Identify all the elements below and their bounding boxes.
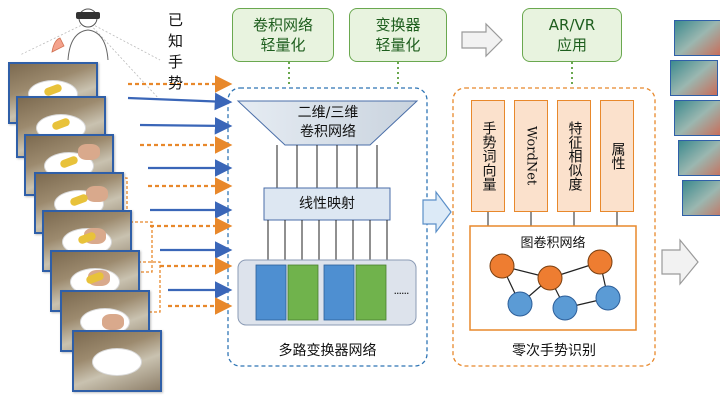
known-gesture-label: 已知手势 (168, 11, 184, 92)
linear-mapping-label: 线性映射 (299, 196, 355, 212)
linear-mapping-box (263, 187, 391, 221)
multi-path-caption: 多路变换器网络 (278, 343, 377, 359)
token-blue-1 (255, 264, 287, 321)
linear-token-connectors (267, 220, 388, 260)
zero-shot-caption: 零次手势识别 (512, 343, 596, 359)
graph-node-blue-1 (507, 291, 533, 317)
feature-wordnet: WordNet (514, 100, 548, 212)
token-blue-2 (323, 264, 355, 321)
token-green-2 (355, 264, 387, 321)
cnn-linear-connectors (276, 145, 378, 188)
output-flow-arrow (661, 238, 699, 286)
graph-node-orange-2 (537, 265, 563, 291)
output-frame-1 (674, 20, 720, 56)
graph-node-blue-2 (552, 295, 578, 321)
output-frame-2 (670, 60, 718, 96)
cnn-label: 二维/三维 卷积网络 (297, 105, 359, 140)
output-frame-5 (682, 180, 720, 216)
output-frame-4 (678, 140, 720, 176)
output-frame-3 (674, 100, 720, 136)
graph-node-orange-1 (489, 253, 515, 279)
token-green-1 (287, 264, 319, 321)
cnn-light-box: 卷积网络 轻量化 (232, 8, 334, 62)
top-flow-arrow (461, 22, 503, 58)
video-frame-8 (72, 330, 162, 392)
feature-attribute: 属性 (600, 100, 634, 212)
graph-node-orange-3 (587, 249, 613, 275)
transformer-light-box: 变换器 轻量化 (349, 8, 447, 62)
graph-node-blue-3 (595, 285, 621, 311)
headset-user-icon (19, 8, 161, 101)
feature-gesture-vector: 手势词向量 (471, 100, 505, 212)
cnn-trapezoid (236, 100, 419, 146)
feature-similarity: 特征相似度 (557, 100, 591, 212)
mid-flow-arrow (422, 190, 452, 234)
gcn-label: 图卷积网络 (520, 236, 586, 251)
token-ellipsis: ...... (393, 284, 410, 297)
frame-arrows (127, 75, 233, 315)
ar-vr-box: AR/VR 应用 (522, 8, 622, 62)
